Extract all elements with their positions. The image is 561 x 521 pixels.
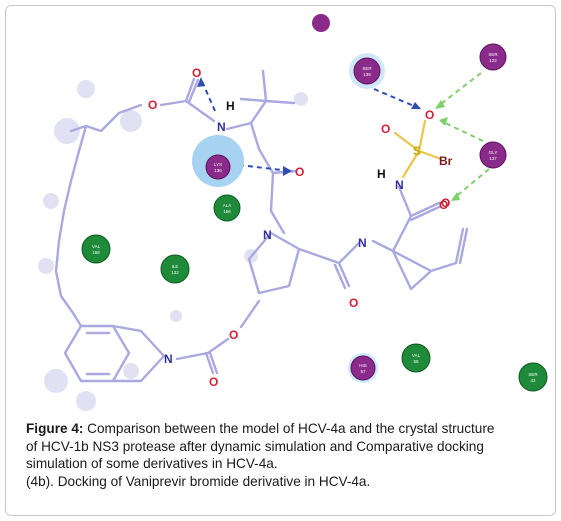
caption-line-1: Figure 4: Comparison between the model o… — [26, 420, 546, 438]
svg-text:SER: SER — [528, 372, 538, 377]
h-bond-lines — [200, 72, 490, 200]
h-bond-arrowheads — [197, 77, 421, 176]
residue-lys136: LYS 136 — [205, 154, 231, 180]
atom-labels: O O N H O N O O N O N O O O S Br H N O — [148, 66, 453, 389]
bond-skeleton — [54, 69, 469, 383]
caption-line-2: of HCV-1b NS3 protease after dynamic sim… — [26, 438, 484, 454]
svg-text:VAL: VAL — [92, 244, 101, 249]
svg-text:57: 57 — [360, 369, 366, 374]
atom-n-isoindoline: N — [164, 352, 173, 366]
svg-text:158: 158 — [92, 250, 100, 255]
figure-caption: Figure 4: Comparison between the model o… — [26, 420, 546, 490]
residue-partial-top — [312, 14, 330, 32]
caption-line-3: simulation of some derivatives in HCV-4a… — [26, 456, 278, 472]
svg-text:GLY: GLY — [489, 150, 498, 155]
atom-o-mid: O — [295, 165, 304, 179]
atom-n-amide-top: N — [217, 120, 226, 134]
atom-o-pyrrolidine-ester: O — [229, 328, 238, 342]
h-bond-arrowheads-green — [435, 100, 460, 201]
atom-h-top: H — [226, 99, 235, 113]
svg-text:SER: SER — [488, 52, 498, 57]
residue-ala156: ALA 156 — [213, 194, 241, 222]
atom-o-sulfonyl-left: O — [381, 122, 390, 136]
svg-text:SER: SER — [362, 66, 372, 71]
caption-text-1: Comparison between the model of HCV-4a a… — [83, 421, 495, 436]
svg-text:LYS: LYS — [214, 162, 222, 167]
atom-o-amide-right: O — [439, 198, 448, 212]
svg-text:132: 132 — [171, 270, 179, 275]
atom-h-sulfonamide: H — [377, 167, 386, 181]
svg-text:55: 55 — [413, 359, 419, 364]
svg-text:HIS: HIS — [359, 363, 367, 368]
atom-o-carbamate: O — [192, 66, 201, 80]
residue-gly137: GLY 137 — [479, 141, 507, 169]
svg-text:122: 122 — [489, 58, 497, 63]
atom-o-bottom: O — [349, 296, 358, 310]
svg-text:136: 136 — [214, 168, 222, 173]
residue-ser42: SER 42 — [518, 362, 548, 392]
sulfonyl-bonds — [393, 119, 443, 179]
figure-label: Figure 4: — [26, 421, 84, 436]
svg-text:42: 42 — [530, 378, 536, 383]
svg-text:ALA: ALA — [223, 203, 232, 208]
docking-diagram: SER 139 SER 122 LYS 136 GLY 137 ALA 156 … — [38, 14, 548, 411]
caption-line-4: (4b). Docking of Vaniprevir bromide deri… — [26, 473, 371, 489]
atom-o-sulfonyl-top: O — [425, 108, 434, 122]
residue-ile132: ILE 132 — [160, 254, 190, 284]
atom-o-lower-carbonyl: O — [209, 375, 218, 389]
svg-text:137: 137 — [489, 156, 497, 161]
atom-o-top-left: O — [148, 98, 157, 112]
residue-val55: VAL 55 — [401, 343, 431, 373]
svg-text:156: 156 — [223, 209, 231, 214]
svg-text:VAL: VAL — [412, 353, 421, 358]
atom-s-sulfur: S — [413, 144, 421, 158]
svg-text:ILE: ILE — [172, 264, 179, 269]
svg-text:139: 139 — [363, 72, 371, 77]
atom-n-amide-right: N — [358, 236, 367, 250]
atom-br-bromine: Br — [439, 154, 453, 168]
atom-n-sulfonamide: N — [395, 178, 404, 192]
residue-his57: HIS 57 — [350, 355, 376, 381]
atom-o-acyl: O — [441, 196, 450, 210]
residue-ser122: SER 122 — [479, 43, 507, 71]
residue-ser139: SER 139 — [353, 57, 381, 85]
residue-val158: VAL 158 — [81, 234, 111, 264]
atom-n-pyrrolidine: N — [263, 228, 272, 242]
figure-frame: SER 139 SER 122 LYS 136 GLY 137 ALA 156 … — [5, 5, 556, 516]
